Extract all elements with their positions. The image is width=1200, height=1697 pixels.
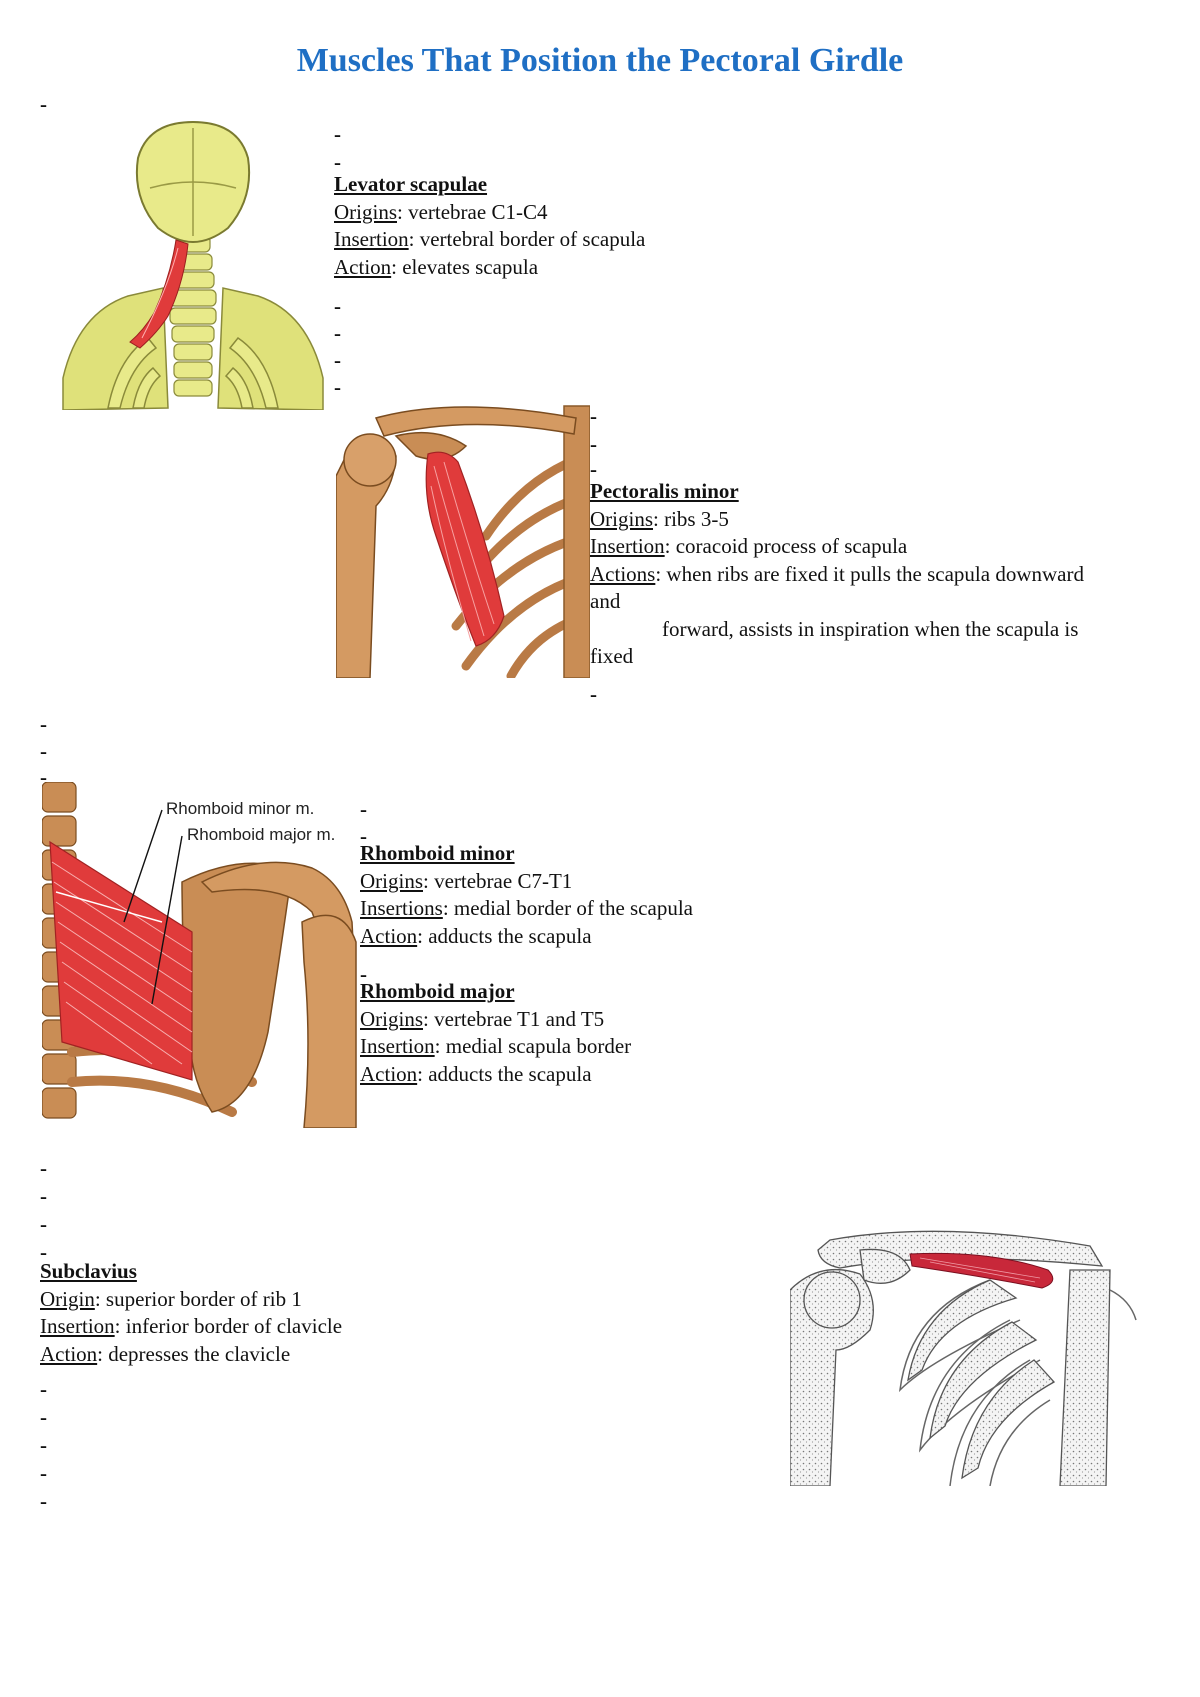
info-line: Action: depresses the clavicle	[40, 1341, 291, 1366]
dash-marker: -	[40, 765, 47, 789]
dash-marker: -	[360, 797, 367, 821]
subclavius-block: Subclavius Origin: superior border of ri…	[40, 1258, 342, 1368]
info-line: Origins: vertebrae C1-C4	[334, 199, 548, 224]
dash-marker: -	[334, 348, 341, 372]
info-line: Insertions: medial border of the scapula	[360, 896, 693, 920]
dash-marker: -	[360, 962, 367, 986]
section-heading: Levator scapulae	[334, 172, 488, 196]
info-line: Insertion: medial scapula border	[360, 1034, 632, 1058]
subclavius-illustration	[790, 1210, 1140, 1486]
info-line: Origin: superior border of rib 1	[40, 1286, 302, 1311]
dash-marker: -	[334, 375, 341, 399]
page-title: Muscles That Position the Pectoral Girdl…	[296, 42, 904, 79]
info-line: Action: elevates scapula	[334, 254, 539, 279]
rhomboid-minor-block: Rhomboid minor Origins: vertebrae C7-T1 …	[360, 840, 693, 950]
rhomboid-major-label: Rhomboid major m.	[187, 825, 335, 844]
dash-marker: -	[590, 682, 597, 706]
dash-marker: -	[334, 122, 341, 146]
dash-marker: -	[40, 1184, 47, 1208]
dash-marker: -	[590, 457, 597, 481]
info-line: Actions: when ribs are fixed it pulls th…	[590, 561, 1084, 586]
info-line: Action: adducts the scapula	[360, 1061, 592, 1086]
dash-marker: -	[40, 712, 47, 736]
rhomboid-illustration: Rhomboid minor m. Rhomboid major m.	[42, 782, 358, 1128]
info-line: Insertion: vertebral border of scapula	[334, 227, 646, 251]
levator-scapulae-illustration	[58, 118, 328, 410]
dash-marker: -	[590, 404, 597, 428]
dash-marker: -	[40, 1212, 47, 1236]
rhomboid-minor-label: Rhomboid minor m.	[166, 799, 314, 818]
section-heading: Rhomboid major	[360, 979, 515, 1003]
rhomboid-major-block: Rhomboid major Origins: vertebrae T1 and…	[360, 978, 631, 1088]
info-line: Insertion: inferior border of clavicle	[40, 1314, 343, 1338]
section-heading: Rhomboid minor	[360, 841, 515, 865]
info-line: Insertion: coracoid process of scapula	[590, 534, 908, 558]
pectoralis-minor-illustration	[336, 396, 590, 678]
dash-marker: -	[40, 1461, 47, 1485]
dash-marker: -	[40, 1405, 47, 1429]
info-line: Origins: ribs 3-5	[590, 506, 729, 531]
dash-marker: -	[40, 739, 47, 763]
dash-marker: -	[334, 150, 341, 174]
info-line: Origins: vertebrae T1 and T5	[360, 1006, 605, 1031]
dash-marker: -	[40, 1377, 47, 1401]
dash-marker: -	[40, 1240, 47, 1264]
info-line: Action: adducts the scapula	[360, 923, 592, 948]
info-line-wrap: fixed	[590, 644, 634, 668]
dash-marker: -	[40, 1489, 47, 1513]
pectoralis-minor-block: Pectoralis minor Origins: ribs 3-5 Inser…	[590, 478, 1084, 671]
info-line-wrap: and	[590, 589, 621, 613]
levator-scapulae-block: Levator scapulae Origins: vertebrae C1-C…	[334, 171, 645, 281]
dash-marker: -	[40, 1156, 47, 1180]
dash-marker: -	[360, 824, 367, 848]
info-line: Origins: vertebrae C7-T1	[360, 868, 573, 893]
dash-marker: -	[40, 1433, 47, 1457]
section-heading: Pectoralis minor	[590, 479, 739, 503]
dash-marker: -	[334, 321, 341, 345]
dash-marker: -	[334, 294, 341, 318]
section-heading: Subclavius	[40, 1259, 137, 1283]
dash-marker: -	[590, 432, 597, 456]
dash-marker: -	[40, 92, 47, 116]
info-line-wrap: forward, assists in inspiration when the…	[662, 616, 1079, 641]
